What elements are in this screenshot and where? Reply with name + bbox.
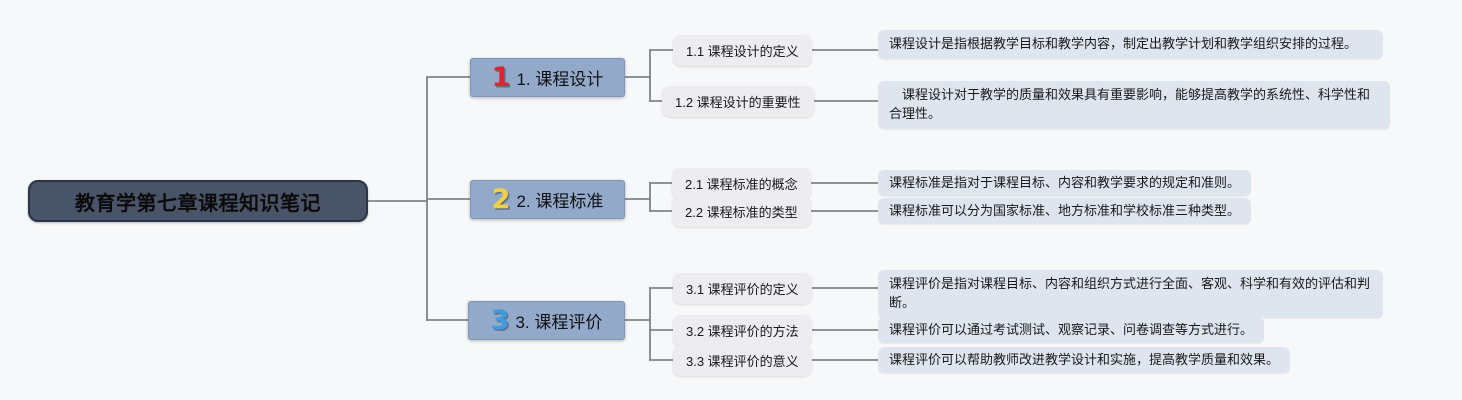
subtopic-1-1[interactable]: 1.1 课程设计的定义 [673,35,812,66]
branch-1-node[interactable]: 1 1. 课程设计 [470,58,625,97]
detail-2-1[interactable]: 课程标准是指对于课程目标、内容和教学要求的规定和准则。 [878,170,1252,196]
detail-3-1[interactable]: 课程评价是指对课程目标、内容和组织方式进行全面、客观、科学和有效的评估和判断。 [878,270,1383,318]
subtopic-3-2[interactable]: 3.2 课程评价的方法 [673,315,812,346]
branch-2-label: 2. 课程标准 [516,192,604,211]
subtopic-2-2[interactable]: 2.2 课程标准的类型 [672,196,811,227]
branch-2-node[interactable]: 2 2. 课程标准 [470,180,625,219]
subtopic-3-3[interactable]: 3.3 课程评价的意义 [673,345,812,376]
detail-1-2[interactable]: 课程设计对于教学的质量和效果具有重要影响，能够提高教学的系统性、科学性和合理性。 [878,81,1390,129]
detail-3-3[interactable]: 课程评价可以帮助教师改进教学设计和实施，提高教学质量和效果。 [878,347,1291,373]
detail-3-2[interactable]: 课程评价可以通过考试测试、观察记录、问卷调查等方式进行。 [878,317,1265,343]
branch-1-number: 1 [491,62,511,93]
detail-1-1[interactable]: 课程设计是指根据教学目标和教学内容，制定出教学计划和教学组织安排的过程。 [878,30,1383,59]
root-topic-node[interactable]: 教育学第七章课程知识笔记 [28,180,368,222]
branch-3-node[interactable]: 3 3. 课程评价 [468,301,625,340]
subtopic-1-2[interactable]: 1.2 课程设计的重要性 [662,86,814,117]
branch-1-label: 1. 课程设计 [516,70,604,89]
subtopic-3-1[interactable]: 3.1 课程评价的定义 [673,273,812,304]
branch-3-number: 3 [490,305,510,336]
branch-2-number: 2 [491,184,511,215]
branch-3-label: 3. 课程评价 [515,313,603,332]
subtopic-2-1[interactable]: 2.1 课程标准的概念 [672,168,811,199]
detail-2-2[interactable]: 课程标准可以分为国家标准、地方标准和学校标准三种类型。 [878,198,1252,224]
